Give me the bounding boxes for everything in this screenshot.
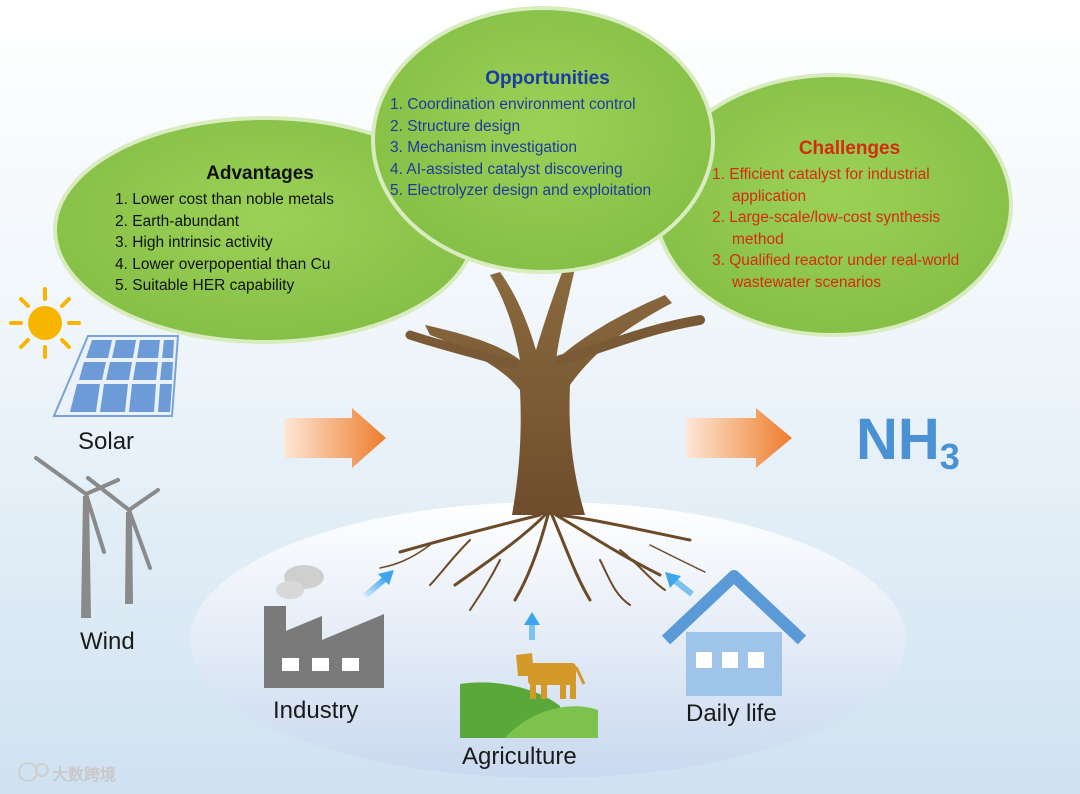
list-item: 1. Efficient catalyst for industrial app…	[712, 166, 930, 205]
tree-icon	[379, 265, 706, 611]
list-item: 2. Earth-abundant	[115, 212, 240, 230]
cow-icon	[516, 653, 586, 699]
output-arrow	[686, 408, 792, 468]
tree-branch	[555, 315, 705, 365]
list-item: 3. High intrinsic activity	[115, 234, 273, 251]
advantages-panel: Advantages 1. Lower cost than noble meta…	[115, 163, 405, 297]
product-nh3: NH3	[856, 406, 960, 478]
sun-icon	[9, 287, 81, 359]
opportunities-canopy	[371, 6, 715, 274]
opportunities-panel: Opportunities 1. Coordination environmen…	[390, 68, 705, 202]
list-item: 1. Coordination environment control	[390, 96, 636, 113]
list-item: 3. Qualified reactor under real-world wa…	[712, 252, 960, 291]
tree-branch	[405, 330, 520, 370]
advantages-title: Advantages	[206, 163, 314, 184]
list-item: 2. Large-scale/low-cost synthesis method	[712, 209, 941, 248]
industry-arrow	[363, 570, 394, 599]
list-item: 3. Mechanism investigation	[390, 139, 577, 156]
opportunities-list: 1. Coordination environment control 2. S…	[390, 94, 705, 202]
agriculture-label: Agriculture	[462, 743, 577, 770]
ground-ellipse	[190, 502, 906, 778]
challenges-title: Challenges	[798, 138, 901, 159]
solar-label: Solar	[78, 428, 135, 455]
list-item: 4. Lower overpopential than Cu	[115, 255, 331, 273]
advantages-list: 1. Lower cost than noble metals 2. Earth…	[115, 189, 405, 297]
challenges-panel: Challenges 1. Efficient catalyst for ind…	[712, 138, 987, 293]
input-arrow	[284, 408, 386, 468]
agriculture-arrow	[524, 612, 540, 640]
list-item: 4. AI-assisted catalyst discovering	[390, 160, 623, 178]
house-icon	[661, 570, 807, 696]
product-subscript: 3	[939, 436, 960, 477]
daily-life-arrow	[665, 572, 694, 597]
wind-label: Wind	[80, 628, 135, 655]
list-item: 2. Structure design	[390, 117, 521, 135]
challenges-list: 1. Efficient catalyst for industrial app…	[712, 164, 987, 293]
product-formula: NH	[856, 407, 940, 472]
wind-turbine-icon	[34, 456, 160, 618]
opportunities-title: Opportunities	[485, 68, 610, 89]
solar-panel-icon	[52, 335, 180, 417]
watermark-text: 大数跨境	[52, 767, 117, 784]
factory-icon	[264, 565, 384, 688]
list-item: 5. Electrolyzer design and exploitation	[390, 182, 652, 199]
watermark-logo	[18, 762, 49, 782]
tree-roots	[379, 513, 706, 611]
tree-trunk	[425, 265, 672, 515]
industry-label: Industry	[273, 697, 359, 724]
list-item: 5. Suitable HER capability	[115, 277, 295, 294]
list-item: 1. Lower cost than noble metals	[115, 191, 334, 208]
daily-life-label: Daily life	[686, 700, 777, 727]
